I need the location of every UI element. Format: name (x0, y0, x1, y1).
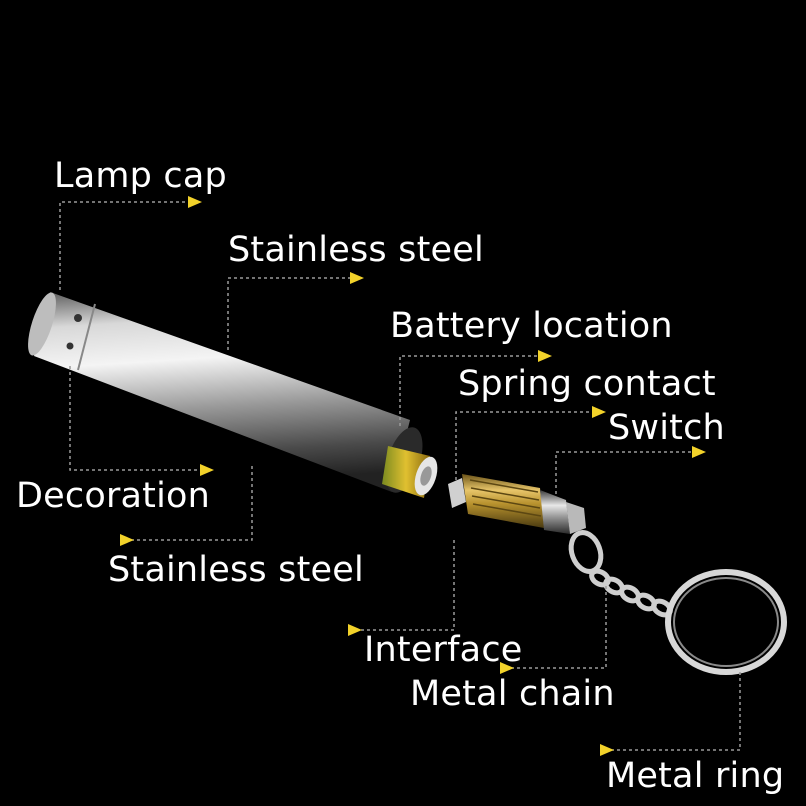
label-lamp-cap: Lamp cap (54, 156, 227, 196)
decoration-hole (74, 314, 82, 322)
label-switch: Switch (608, 408, 725, 448)
label-metal-ring: Metal ring (606, 756, 785, 796)
stainless-steel-tube (28, 292, 410, 492)
arrow-interface (348, 624, 362, 636)
arrow-metal-chain (500, 662, 514, 674)
leader-lines (59, 201, 741, 751)
metal-chain (568, 530, 673, 618)
label-metal-chain: Metal chain (410, 674, 615, 714)
label-interface: Interface (364, 630, 523, 670)
arrow-battery-location (538, 350, 552, 362)
decoration-hole (66, 342, 74, 350)
metal-ring (665, 569, 787, 675)
battery (382, 427, 438, 498)
label-battery-location: Battery location (390, 306, 673, 346)
switch-cap (540, 490, 570, 534)
pointer-arrows (120, 196, 706, 756)
arrow-spring-contact (592, 406, 606, 418)
arrow-metal-ring (600, 744, 614, 756)
arrow-stainless-steel-top (350, 272, 364, 284)
arrow-stainless-steel-bottom (120, 534, 134, 546)
lamp-cap-seam (77, 303, 96, 371)
label-spring-contact: Spring contact (458, 364, 716, 404)
label-stainless-steel-bottom: Stainless steel (108, 550, 364, 590)
label-decoration: Decoration (16, 476, 211, 516)
arrow-switch (692, 446, 706, 458)
label-stainless-steel-top: Stainless steel (228, 230, 484, 270)
spring-contact (448, 478, 466, 508)
arrow-decoration (200, 464, 214, 476)
arrow-lamp-cap (188, 196, 202, 208)
switch-assembly (448, 474, 586, 534)
